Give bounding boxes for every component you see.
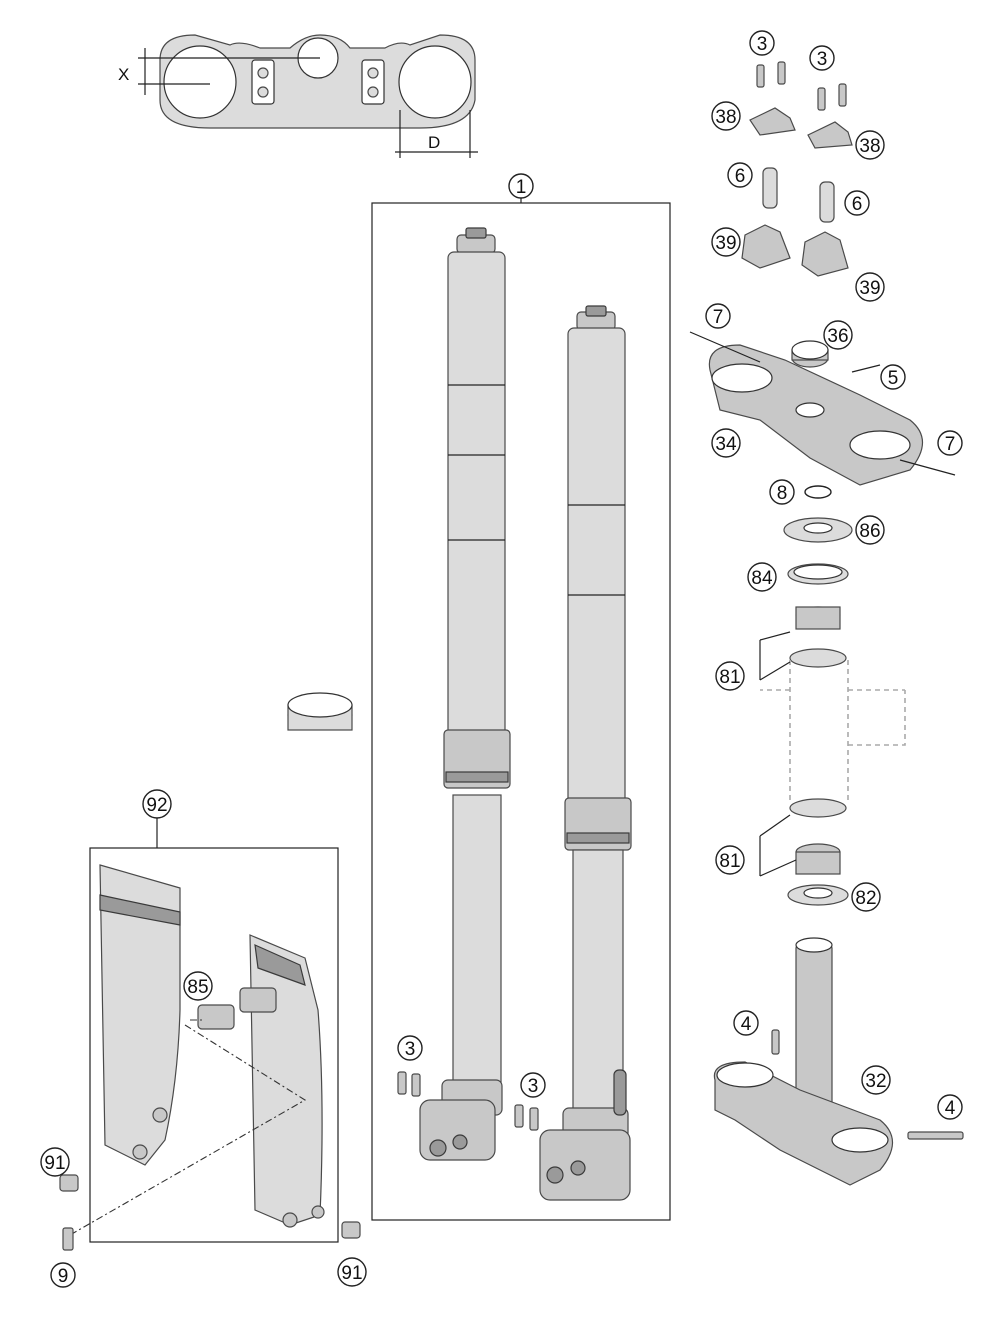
callout-3-fork-right: 3: [520, 1072, 546, 1098]
callout-91-right: 91: [337, 1257, 367, 1287]
callout-3-fork-left: 3: [397, 1035, 423, 1061]
callout-4-left: 4: [733, 1010, 759, 1036]
callout-91-left: 91: [40, 1147, 70, 1177]
handlebar-clamp-top-38: [749, 107, 853, 149]
upper-triple-clamp-34: [689, 331, 956, 486]
callout-81-upper: 81: [715, 661, 745, 691]
svg-text:39: 39: [859, 278, 880, 299]
svg-text:86: 86: [859, 521, 880, 542]
callout-4-right: 4: [937, 1094, 963, 1120]
callout-34: 34: [711, 428, 741, 458]
callout-84: 84: [747, 562, 777, 592]
callout-38-left: 38: [711, 101, 741, 131]
callout-6-right: 6: [844, 190, 870, 216]
callout-38-right: 38: [855, 130, 885, 160]
callout-81-lower: 81: [715, 845, 745, 875]
frame-head-tube-dashed: [760, 660, 906, 800]
svg-text:36: 36: [827, 326, 848, 347]
svg-text:4: 4: [945, 1098, 956, 1119]
handlebar-bolts-3: [756, 61, 847, 111]
svg-text:5: 5: [888, 368, 899, 389]
callout-39-left: 39: [711, 227, 741, 257]
callout-3-top-right: 3: [809, 45, 835, 71]
svg-text:32: 32: [865, 1071, 886, 1092]
left-fork-guard: [99, 864, 181, 1166]
svg-text:3: 3: [528, 1076, 539, 1097]
right-fork-leg: [539, 305, 632, 1201]
svg-text:7: 7: [945, 434, 956, 455]
callout-3-top-left: 3: [749, 30, 775, 56]
svg-text:1: 1: [516, 177, 527, 198]
callout-5: 5: [880, 364, 906, 390]
left-fork-leg: [419, 227, 511, 1161]
triple-clamp-top-view: X D: [118, 34, 478, 158]
svg-text:7: 7: [713, 307, 724, 328]
svg-text:3: 3: [405, 1039, 416, 1060]
callout-39-right: 39: [855, 272, 885, 302]
callout-32: 32: [861, 1065, 891, 1095]
callout-9: 9: [50, 1262, 76, 1288]
right-fork-guard: [249, 934, 325, 1228]
svg-text:6: 6: [735, 166, 746, 187]
svg-text:82: 82: [855, 888, 876, 909]
bearing-stack: [783, 485, 853, 906]
svg-text:3: 3: [817, 49, 828, 70]
svg-text:3: 3: [757, 34, 768, 55]
handlebar-clamp-lower-39: [741, 224, 849, 277]
dimension-d-label: D: [428, 133, 440, 152]
fork-guard-frame: [89, 847, 339, 1243]
svg-text:4: 4: [741, 1014, 752, 1035]
svg-text:91: 91: [341, 1263, 362, 1284]
callout-86: 86: [855, 515, 885, 545]
loose-ring: [287, 692, 353, 731]
guard-bolts: [59, 1174, 361, 1251]
callout-7-top: 7: [705, 303, 731, 329]
top-nut-36: [791, 340, 829, 368]
svg-text:81: 81: [719, 851, 740, 872]
handlebar-bolts-6: [762, 167, 835, 223]
svg-text:38: 38: [859, 136, 880, 157]
svg-text:34: 34: [715, 434, 737, 455]
callout-82: 82: [851, 882, 881, 912]
svg-text:6: 6: [852, 194, 863, 215]
guard-clamp-85: [197, 987, 277, 1030]
callout-7-bottom: 7: [937, 430, 963, 456]
svg-text:9: 9: [58, 1266, 69, 1287]
callout-6-left: 6: [727, 162, 753, 188]
svg-text:85: 85: [187, 977, 208, 998]
svg-text:39: 39: [715, 233, 736, 254]
svg-text:8: 8: [777, 483, 788, 504]
callout-8: 8: [769, 479, 795, 505]
callout-36: 36: [823, 320, 853, 350]
lower-triple-clamp-32: [713, 937, 964, 1186]
callout-1: 1: [508, 173, 534, 199]
fork-foot-bolts: [397, 1071, 539, 1131]
svg-text:84: 84: [751, 568, 773, 589]
dimension-x-label: X: [118, 65, 129, 84]
callout-85: 85: [183, 971, 213, 1001]
svg-text:81: 81: [719, 667, 740, 688]
svg-text:91: 91: [44, 1153, 65, 1174]
callout-92: 92: [142, 789, 172, 819]
svg-text:92: 92: [146, 795, 167, 816]
svg-text:38: 38: [715, 107, 736, 128]
